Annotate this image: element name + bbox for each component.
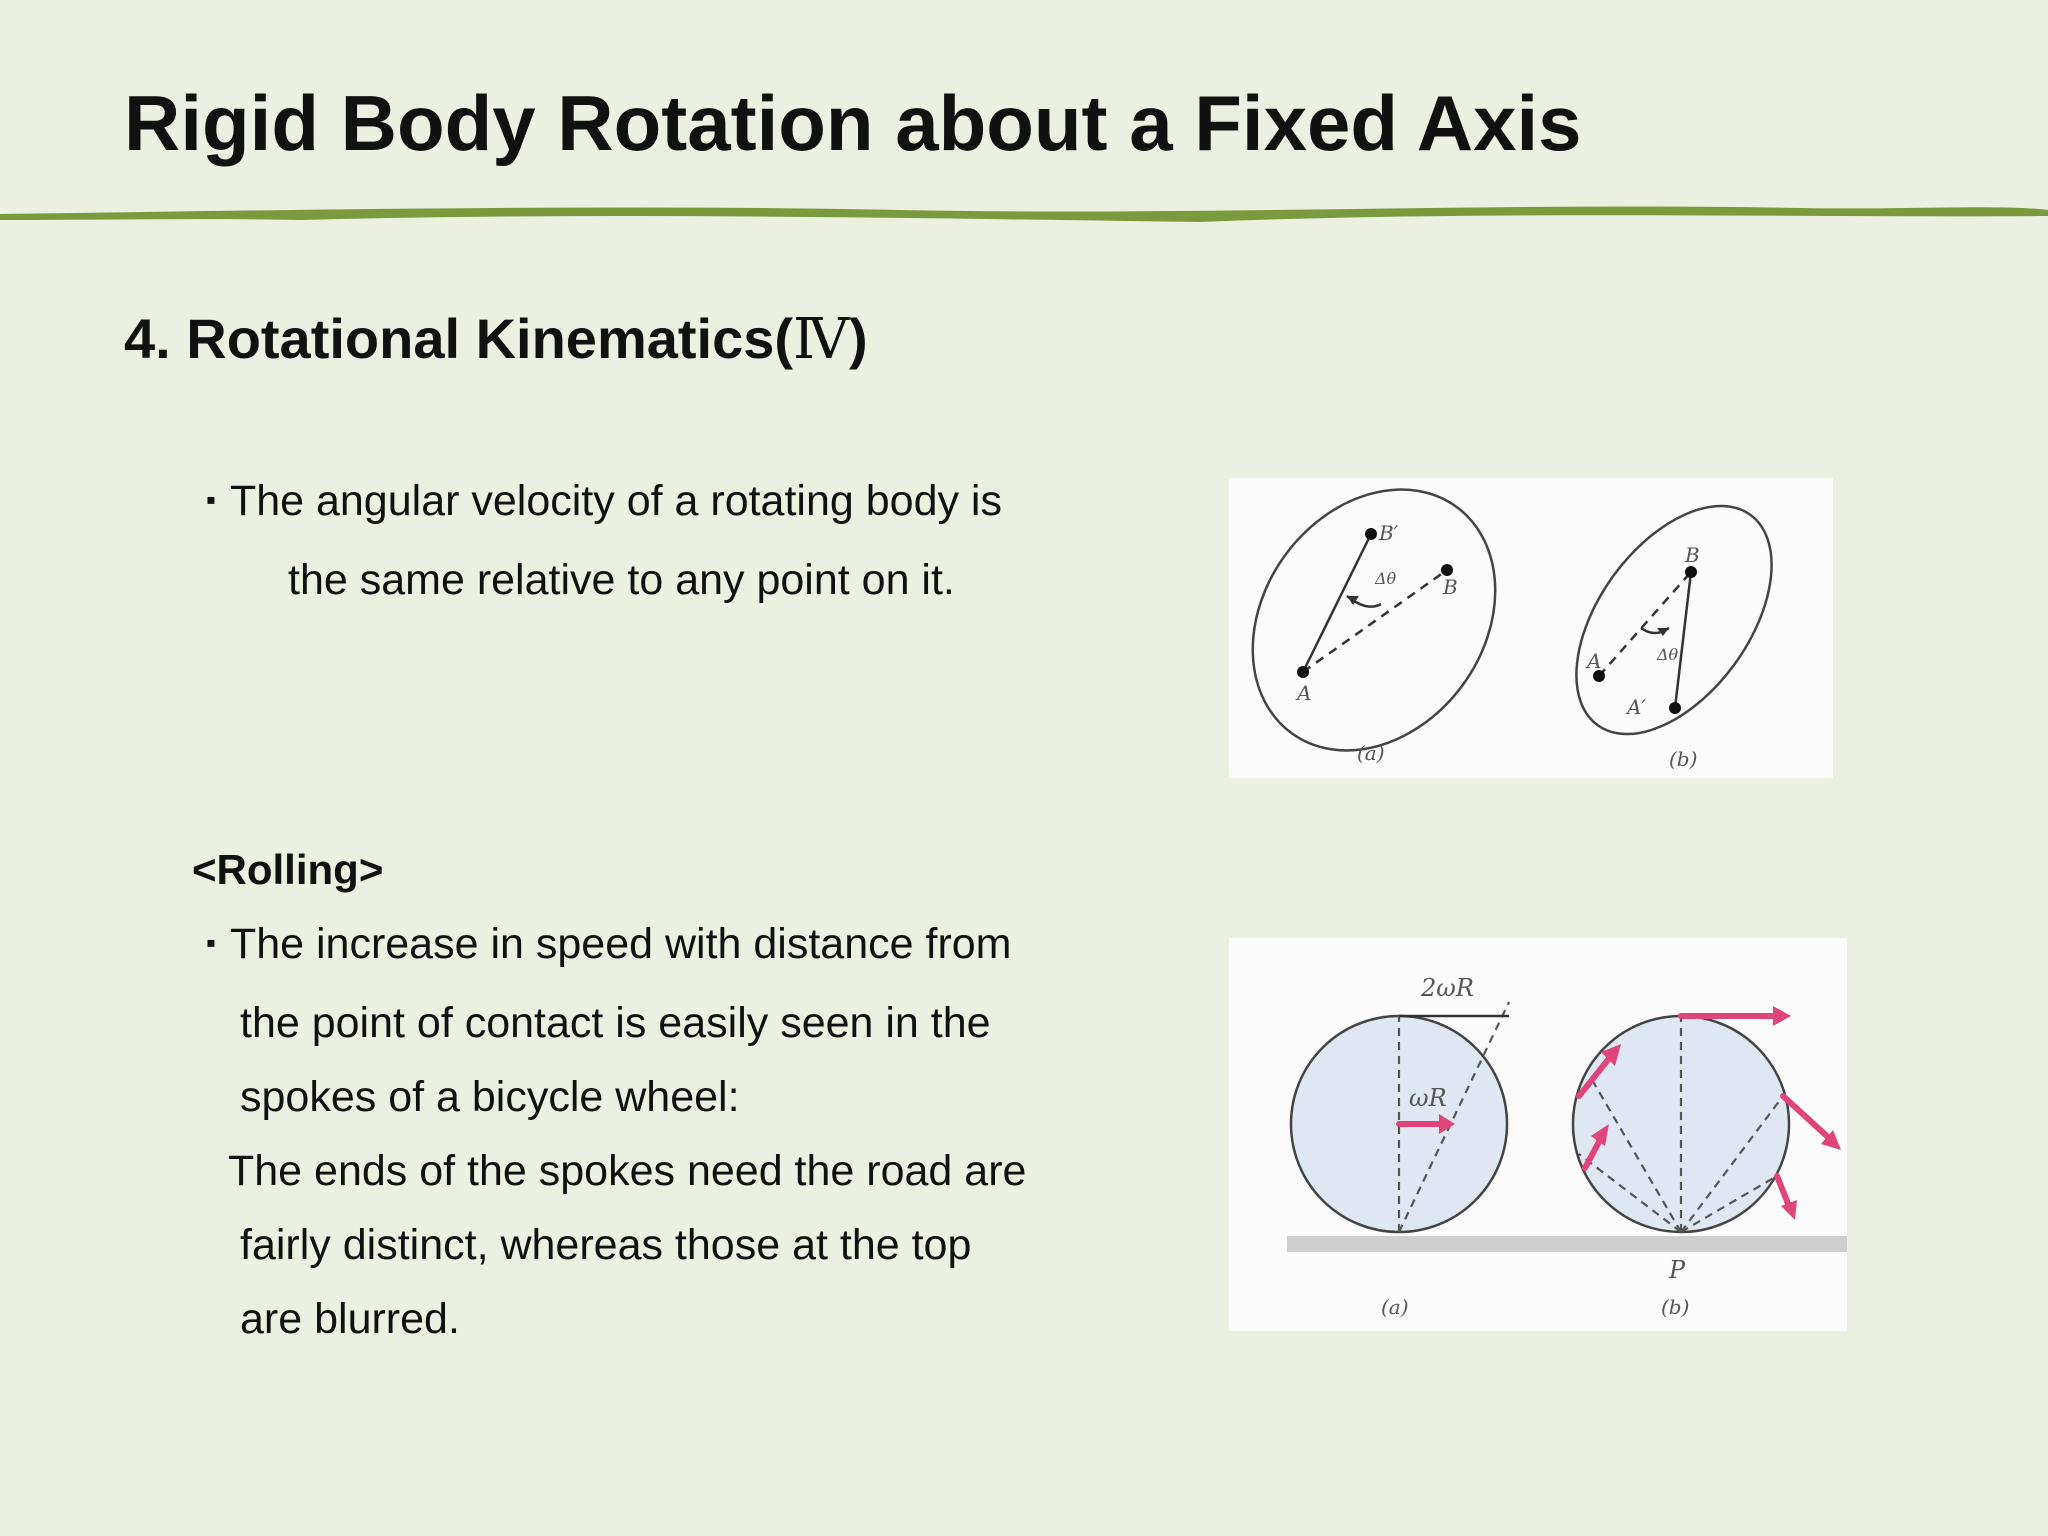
- bullet-icon: ▪: [206, 484, 216, 515]
- label-delta-theta-b: Δθ: [1656, 645, 1679, 664]
- arrowhead-icon: [1657, 628, 1669, 636]
- rolling-line3: spokes of a bicycle wheel:: [240, 1073, 740, 1121]
- point-a-dot: [1297, 666, 1309, 678]
- arrowhead-icon: [1821, 1130, 1841, 1150]
- spoke-right-b: [1680, 1175, 1778, 1233]
- velocity-line-a: [1398, 1001, 1510, 1233]
- point-a-prime-dot: [1669, 702, 1681, 714]
- segment-ab-dashed-b: [1598, 571, 1692, 677]
- rolling-line4: The ends of the spokes need the road are: [228, 1147, 1027, 1195]
- caption-b: (b): [1661, 1295, 1689, 1319]
- label-point-a-prime: A′: [1625, 695, 1646, 719]
- rolling-heading: <Rolling>: [192, 846, 384, 893]
- upper-left-arrow-b: [1576, 1053, 1614, 1099]
- label-mid-speed: ωR: [1409, 1084, 1447, 1112]
- label-contact-point: P: [1668, 1256, 1686, 1284]
- section-heading: 4. Rotational Kinematics(Ⅳ): [124, 306, 868, 372]
- segment-ab-dashed: [1302, 568, 1448, 674]
- rolling-block: <Rolling> ▪ The increase in speed with d…: [192, 833, 1026, 1356]
- caption-a: (a): [1381, 1295, 1409, 1319]
- label-point-b-prime: B′: [1378, 521, 1399, 545]
- rolling-line1: The increase in speed with distance from: [229, 920, 1012, 968]
- arrowhead-icon: [1601, 1044, 1621, 1066]
- rotation-diagram: A B′ B Δθ B A A′ Δθ (a) (b): [1251, 488, 1773, 771]
- label-point-b: B: [1442, 575, 1458, 599]
- road-surface: [1287, 1236, 1847, 1252]
- label-point-a: A: [1295, 681, 1311, 705]
- bullet-line: ▪ The increase in speed with distance fr…: [192, 907, 1026, 986]
- label-point-a-b: A: [1585, 649, 1601, 673]
- arrowhead-icon: [1591, 1124, 1609, 1146]
- arrowhead-icon: [1773, 1006, 1791, 1026]
- right-arrow-b: [1774, 1173, 1792, 1209]
- spoke-left-b: [1578, 1153, 1682, 1233]
- label-delta-theta-a: Δθ: [1374, 569, 1397, 588]
- segment-ab-prime: [1301, 533, 1373, 673]
- upper-right-arrow-b: [1780, 1093, 1832, 1141]
- body-outline-b: [1575, 504, 1773, 736]
- spoke-upper-left-b: [1590, 1077, 1682, 1233]
- rolling-figure: 2ωR ωR P (a) (b): [1229, 938, 1847, 1331]
- rotation-figure: A B′ B Δθ B A A′ Δθ (a) (b): [1229, 478, 1833, 778]
- point-b-prime-dot: [1365, 528, 1377, 540]
- bullet-icon: ▪: [206, 927, 216, 958]
- arrowhead-icon: [1347, 596, 1359, 605]
- left-arrow-b: [1582, 1135, 1604, 1171]
- label-top-speed: 2ωR: [1420, 974, 1474, 1002]
- caption-a: (a): [1357, 741, 1385, 765]
- angular-velocity-bullet: ▪ The angular velocity of a rotating bod…: [206, 464, 1002, 617]
- rolling-line2: the point of contact is easily seen in t…: [240, 999, 991, 1047]
- caption-b: (b): [1669, 747, 1697, 771]
- point-a-dot-b: [1593, 670, 1605, 682]
- slide-title: Rigid Body Rotation about a Fixed Axis: [124, 79, 1582, 167]
- point-b-dot-b: [1685, 566, 1697, 578]
- arrowhead-icon: [1781, 1200, 1797, 1220]
- section-heading-suffix: ): [848, 307, 868, 370]
- segment-a-prime-b: [1673, 571, 1693, 709]
- rolling-diagram: 2ωR ωR P (a) (b): [1287, 974, 1847, 1319]
- arrowhead-icon: [1439, 1114, 1455, 1134]
- title-divider: [0, 206, 2048, 222]
- rolling-line6: are blurred.: [240, 1295, 460, 1343]
- bullet1-line1: The angular velocity of a rotating body …: [229, 477, 1002, 525]
- section-heading-prefix: 4. Rotational Kinematics(: [124, 307, 794, 370]
- label-point-b-b: B: [1684, 543, 1700, 567]
- section-heading-roman: Ⅳ: [793, 307, 849, 372]
- point-b-dot: [1441, 564, 1453, 576]
- bullet1-line2: the same relative to any point on it.: [288, 556, 955, 604]
- rolling-line5: fairly distinct, whereas those at the to…: [240, 1221, 972, 1269]
- bullet-line: ▪ The angular velocity of a rotating bod…: [206, 464, 1002, 543]
- body-outline-a: [1251, 488, 1497, 752]
- spoke-upper-right-b: [1680, 1095, 1784, 1233]
